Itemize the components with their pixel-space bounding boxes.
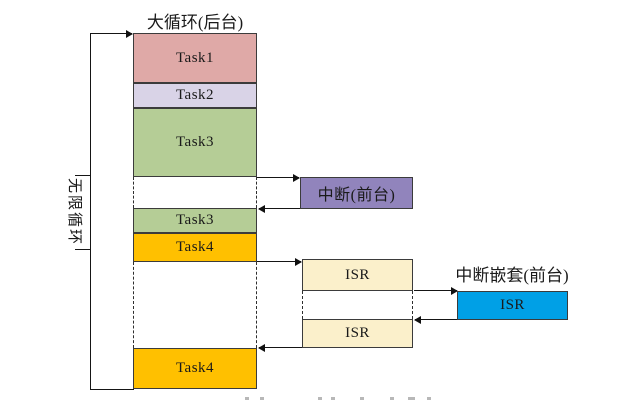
caption-fragment <box>245 397 249 400</box>
interrupt-gap-1 <box>133 177 257 208</box>
isr1-label: ISR <box>345 266 370 283</box>
nested-interrupt-title: 中断嵌套(前台) <box>455 266 569 285</box>
caption-fragment <box>260 397 264 400</box>
task2-box: Task2 <box>133 83 257 108</box>
task4-box: Task4 <box>133 233 257 262</box>
interrupt-label: 中断(前台) <box>317 187 396 204</box>
loop-label-tick-bottom <box>75 249 91 250</box>
interrupt-box: 中断(前台) <box>300 177 413 209</box>
task4-resume-label: Task4 <box>175 360 215 376</box>
task4-resume-box: Task4 <box>133 348 257 389</box>
task3-label: Task3 <box>175 134 215 150</box>
arrow-from-nested-isr <box>414 316 457 324</box>
task3-box: Task3 <box>133 108 257 177</box>
nested-isr-box: ISR <box>457 291 568 320</box>
arrow-from-isr2 <box>258 344 302 352</box>
arrow-to-isr1 <box>257 258 302 266</box>
isr2-label: ISR <box>345 325 370 341</box>
loop-arrow-top <box>90 30 133 38</box>
task3-resume-box: Task3 <box>133 208 257 233</box>
arrow-from-interrupt <box>258 205 300 213</box>
arrow-to-interrupt <box>257 174 300 182</box>
caption-fragment <box>427 397 431 400</box>
task1-box: Task1 <box>133 33 257 83</box>
arrow-to-nested-isr <box>414 287 458 295</box>
task2-label: Task2 <box>175 87 215 103</box>
loop-line-left <box>90 33 91 390</box>
task1-label: Task1 <box>175 49 215 66</box>
isr-gap-dashed-left <box>302 291 303 319</box>
loop-line-bottom <box>90 389 134 390</box>
infinite-loop-label: 无限循环 <box>66 177 82 246</box>
nested-isr-label: ISR <box>500 297 525 313</box>
isr2-box: ISR <box>302 319 413 348</box>
interrupt-gap-2 <box>133 262 257 348</box>
task3-resume-label: Task3 <box>175 212 215 228</box>
loop-label-tick-top <box>75 175 91 176</box>
big-loop-title: 大循环(后台) <box>146 13 244 32</box>
caption-fragment <box>360 397 364 400</box>
task4-label: Task4 <box>175 239 215 255</box>
caption-fragment <box>390 397 394 400</box>
caption-fragment <box>318 397 322 400</box>
caption-fragment <box>331 397 335 400</box>
caption-fragment <box>408 397 415 400</box>
isr1-box: ISR <box>302 259 413 291</box>
isr-gap-dashed-right <box>412 291 413 319</box>
